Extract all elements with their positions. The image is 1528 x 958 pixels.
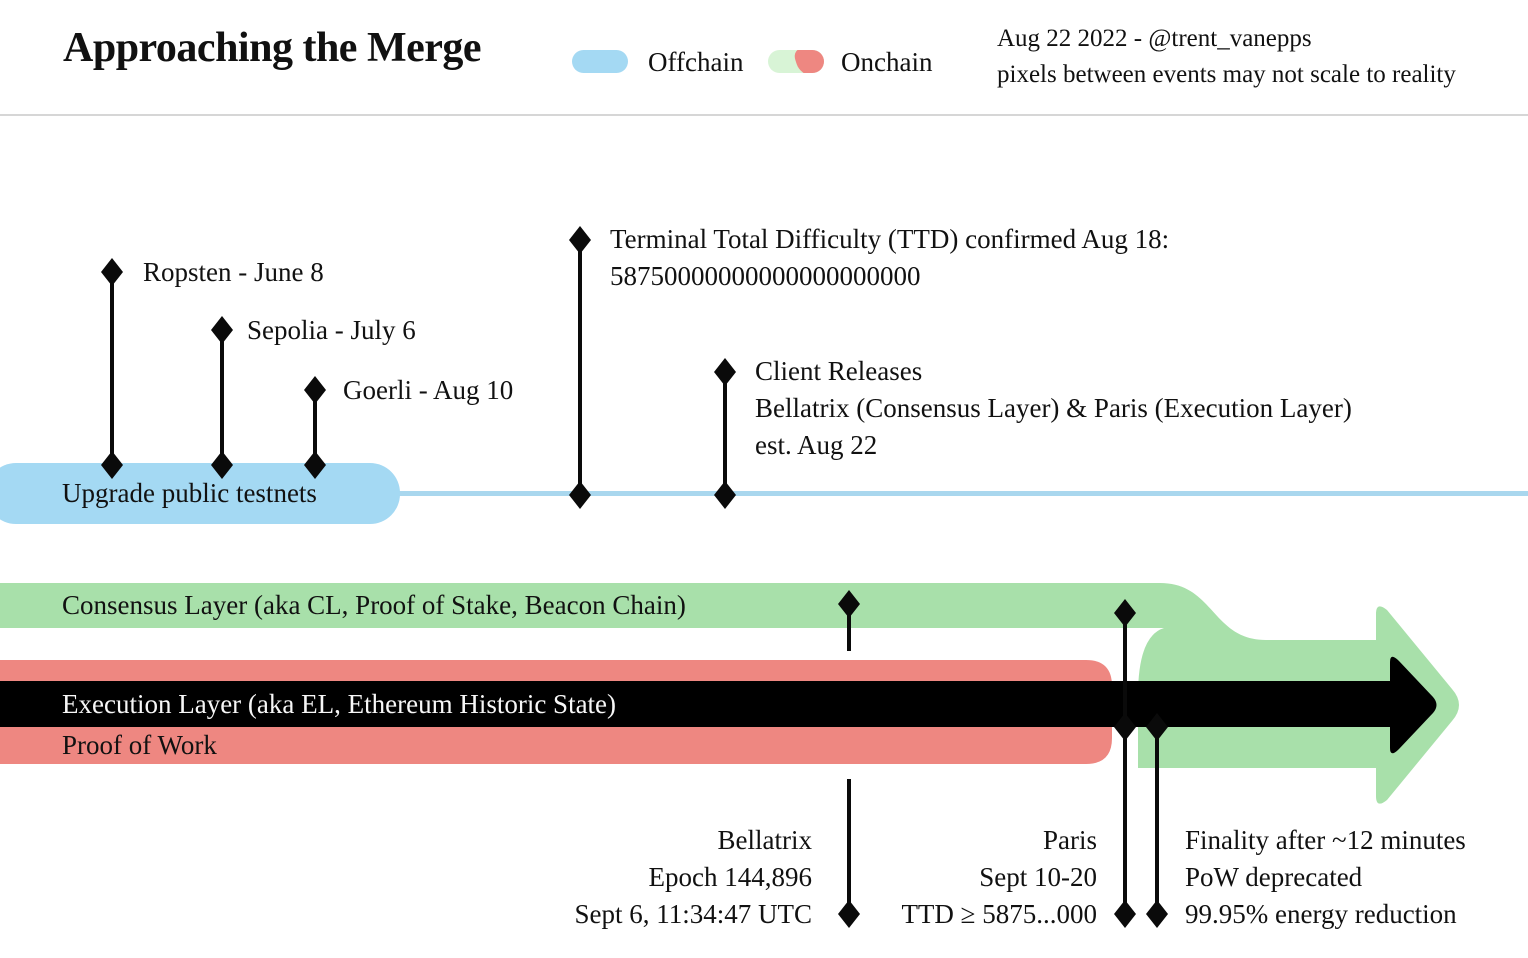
onchain-legend-swatch xyxy=(768,50,824,73)
ttd-line-diamond xyxy=(569,481,591,509)
sepolia-event-label: Sepolia - July 6 xyxy=(247,315,416,345)
paris-marker-line xyxy=(1123,613,1127,914)
offchain-timeline-line xyxy=(396,491,1528,496)
attribution-line-2: pixels between events may not scale to r… xyxy=(997,61,1456,88)
client-line-diamond xyxy=(714,481,736,509)
ttd-event-title: Terminal Total Difficulty (TTD) confirme… xyxy=(610,224,1170,254)
offchain-bar-label: Upgrade public testnets xyxy=(62,478,317,508)
offchain-legend-label: Offchain xyxy=(648,47,744,77)
proof-of-work-label: Proof of Work xyxy=(62,730,217,760)
bellatrix-bottom-diamond xyxy=(838,900,860,928)
finality-event-label: Finality after ~12 minutes PoW deprecate… xyxy=(1185,822,1466,933)
bellatrix-marker-line-top xyxy=(847,604,851,651)
goerli-marker-line xyxy=(313,390,317,465)
ttd-marker-line xyxy=(578,240,582,495)
paris-event-label: Paris Sept 10-20 TTD ≥ 5875...000 xyxy=(901,822,1097,933)
client-top-diamond xyxy=(714,358,736,386)
bellatrix-marker-line-bottom xyxy=(847,779,851,914)
goerli-top-diamond xyxy=(304,376,326,404)
goerli-bar-diamond xyxy=(304,451,326,479)
ttd-event-value: 58750000000000000000000 xyxy=(610,261,921,291)
client-releases-title: Client Releases xyxy=(755,356,923,386)
paris-top-diamond xyxy=(1114,599,1136,627)
ttd-top-diamond xyxy=(569,226,591,254)
offchain-legend-swatch xyxy=(572,50,628,73)
client-releases-date: est. Aug 22 xyxy=(755,430,878,460)
bellatrix-date: Sept 6, 11:34:47 UTC xyxy=(574,899,812,929)
offchain-testnets-bar xyxy=(0,463,400,524)
attribution: Aug 22 2022 - @trent_vanepps pixels betw… xyxy=(997,21,1456,93)
finality-marker-line xyxy=(1155,727,1159,914)
execution-layer-arrow xyxy=(0,656,1437,754)
onchain-legend-label: Onchain xyxy=(841,47,933,77)
ropsten-marker-line xyxy=(110,272,114,465)
paris-bar-diamond xyxy=(1114,713,1136,741)
consensus-layer-label: Consensus Layer (aka CL, Proof of Stake,… xyxy=(62,590,686,620)
goerli-event-label: Goerli - Aug 10 xyxy=(343,375,514,405)
client-releases-detail: Bellatrix (Consensus Layer) & Paris (Exe… xyxy=(755,393,1352,423)
paris-ttd: TTD ≥ 5875...000 xyxy=(901,899,1097,929)
page-title: Approaching the Merge xyxy=(63,25,482,71)
sepolia-marker-line xyxy=(220,330,224,465)
bellatrix-event-label: Bellatrix Epoch 144,896 Sept 6, 11:34:47… xyxy=(574,822,812,933)
paris-date: Sept 10-20 xyxy=(979,862,1097,892)
header-divider xyxy=(0,114,1528,116)
finality-line-1: Finality after ~12 minutes xyxy=(1185,825,1466,855)
client-marker-line xyxy=(723,372,727,495)
execution-layer-label: Execution Layer (aka EL, Ethereum Histor… xyxy=(62,689,617,719)
finality-bottom-diamond xyxy=(1146,900,1168,928)
finality-bar-diamond xyxy=(1146,713,1168,741)
attribution-line-1: Aug 22 2022 - @trent_vanepps xyxy=(997,25,1312,52)
sepolia-top-diamond xyxy=(211,316,233,344)
paris-title: Paris xyxy=(1043,825,1097,855)
finality-line-2: PoW deprecated xyxy=(1185,862,1363,892)
paris-bottom-diamond xyxy=(1114,900,1136,928)
bellatrix-top-diamond xyxy=(838,590,860,618)
client-releases-label: Client Releases Bellatrix (Consensus Lay… xyxy=(755,353,1352,464)
ropsten-bar-diamond xyxy=(101,451,123,479)
ropsten-top-diamond xyxy=(101,258,123,286)
bellatrix-epoch: Epoch 144,896 xyxy=(648,862,812,892)
ttd-event-label: Terminal Total Difficulty (TTD) confirme… xyxy=(610,221,1169,295)
ropsten-event-label: Ropsten - June 8 xyxy=(143,257,324,287)
sepolia-bar-diamond xyxy=(211,451,233,479)
event-markers xyxy=(101,226,1168,928)
bellatrix-title: Bellatrix xyxy=(717,825,812,855)
finality-line-3: 99.95% energy reduction xyxy=(1185,899,1457,929)
